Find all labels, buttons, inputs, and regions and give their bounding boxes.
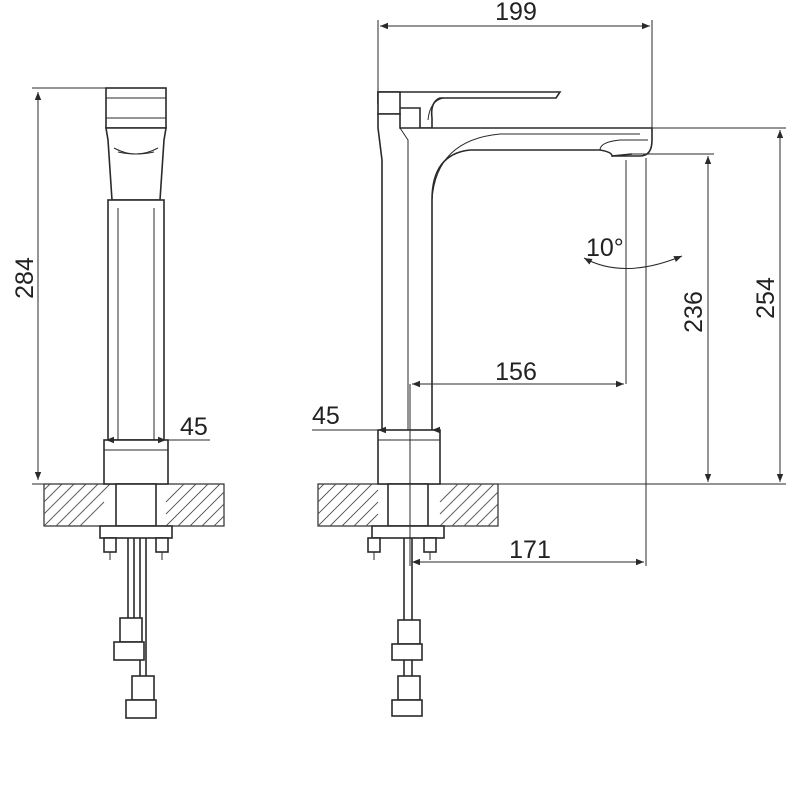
dim-side-base-width: 45 (312, 402, 440, 434)
dim-front-base-width: 45 (106, 413, 210, 444)
dim-236-label: 236 (680, 291, 708, 333)
dim-45-front-label: 45 (180, 413, 208, 441)
dim-spout-angle: 10° (583, 234, 683, 269)
dim-254-label: 254 (752, 277, 780, 319)
dim-156-label: 156 (495, 358, 537, 386)
dim-171-label: 171 (509, 536, 551, 564)
dim-199-label: 199 (495, 0, 537, 26)
dim-outlet-height: 236 (498, 153, 714, 485)
dim-front-height: 284 (11, 87, 106, 485)
dim-spout-reach: 156 (409, 160, 627, 484)
dim-spout-height: 254 (652, 127, 786, 485)
dim-angle-label: 10° (586, 234, 624, 262)
dim-outlet-offset: 171 (409, 158, 647, 566)
dim-overall-width: 199 (377, 0, 653, 128)
faucet-front-view (99, 87, 173, 719)
faucet-side-view (367, 91, 653, 717)
dim-45-side-label: 45 (312, 402, 340, 430)
dim-284-label: 284 (11, 257, 39, 299)
